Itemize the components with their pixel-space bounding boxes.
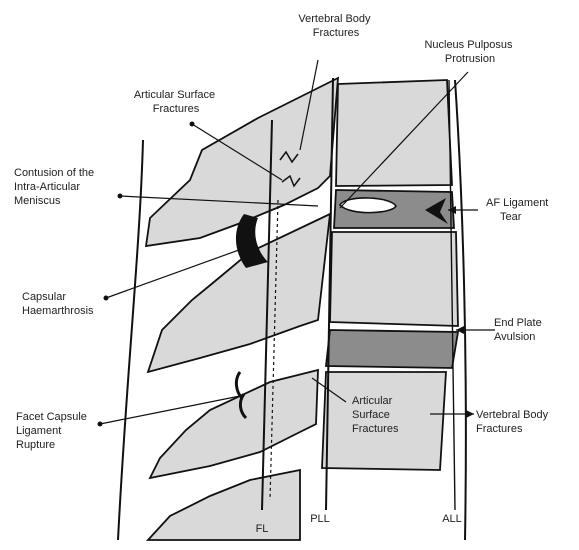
dot-contusion <box>118 194 123 199</box>
label-vertebral-body-fractures-right: Vertebral Body Fractures <box>476 409 551 435</box>
label-all: ALL <box>442 513 462 525</box>
dot-facet <box>98 422 103 427</box>
posterior-element-lower <box>150 370 318 478</box>
vertebral-body-1 <box>336 80 452 186</box>
disc-lower <box>326 330 458 368</box>
nucleus-protrusion <box>340 198 396 213</box>
label-af-ligament-tear: AF Ligament Tear <box>486 197 551 223</box>
label-facet-capsule-ligament-rupture: Facet Capsule Ligament Rupture <box>16 411 90 451</box>
vertebral-body-2 <box>330 232 458 326</box>
dot-capsular <box>104 296 109 301</box>
dot-articular-top <box>190 122 195 127</box>
label-contusion-meniscus: Contusion of the Intra-Articular Meniscu… <box>14 167 97 207</box>
label-articular-surface-fractures-bottom: Articular Surface Fractures <box>352 395 399 435</box>
facet-capsule-mark <box>236 372 242 398</box>
label-end-plate-avulsion: End Plate Avulsion <box>494 317 545 343</box>
label-capsular-haemarthrosis: Capsular Haemarthrosis <box>22 291 94 317</box>
label-articular-surface-fractures-top: Articular Surface Fractures <box>134 89 218 115</box>
vertebral-body-3 <box>322 372 446 470</box>
label-pll: PLL <box>310 513 330 525</box>
posterior-element-bottom <box>148 470 300 540</box>
label-vertebral-body-fractures-top: Vertebral Body Fractures <box>298 13 373 39</box>
label-nucleus-pulposus-protrusion: Nucleus Pulposus Protrusion <box>424 39 515 65</box>
label-fl: FL <box>256 523 269 535</box>
outer-left-contour <box>118 140 143 540</box>
arrowhead-right <box>466 410 474 418</box>
